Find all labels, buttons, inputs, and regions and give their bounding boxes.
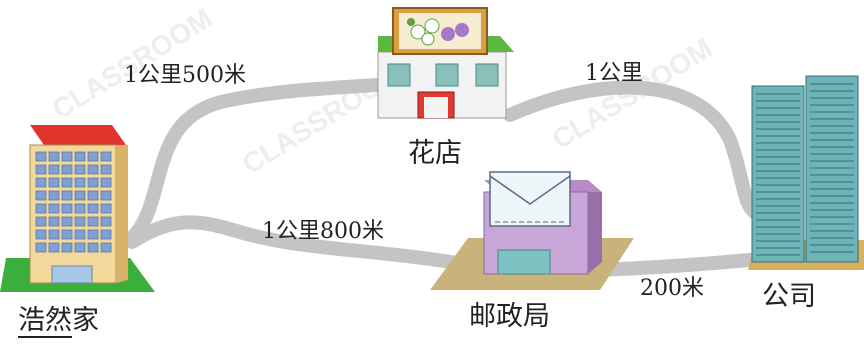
distance-flower-to-company: 1公里 [585,61,643,86]
home-window [35,151,47,162]
distance-home-to-flower: 1公里500米 [124,63,246,88]
home-window [100,190,112,201]
home-window [35,216,47,227]
home-window [100,151,112,162]
post-office-building [430,171,634,290]
home-window [35,203,47,214]
distance-home-to-post: 1公里800米 [262,219,384,244]
label-home: 浩然家 [18,307,99,338]
label-flower-shop: 花店 [408,138,462,169]
home-window [35,177,47,188]
home-window [100,216,112,227]
flower-sign-flowers [407,18,469,46]
home-window [35,164,47,175]
home-window [61,164,73,175]
home-window [74,229,86,240]
home-window [87,190,99,201]
flower-shop-door-glass [424,97,448,118]
home-window [48,177,60,188]
home-window [61,203,73,214]
home-window [74,164,86,175]
home-window [61,190,73,201]
home-window [87,216,99,227]
home-window [61,177,73,188]
post-office-side [588,192,602,274]
distance-post-to-company: 200米 [640,276,704,301]
label-company: 公司 [762,281,816,312]
company-tower-right [805,75,859,263]
home-side-wall [116,145,128,283]
flower-shop-windows [387,63,499,87]
home-window [74,203,86,214]
home-window [48,216,60,227]
home-windows [35,151,112,253]
company-building [748,75,864,270]
home-window [74,151,86,162]
home-window [87,177,99,188]
home-window [87,164,99,175]
home-window [61,229,73,240]
home-window [100,229,112,240]
home-window [61,242,73,253]
home-building [0,125,155,292]
home-window [74,216,86,227]
home-window [48,229,60,240]
home-window [35,242,47,253]
company-window-rows [756,83,854,256]
home-window [48,242,60,253]
home-window [100,164,112,175]
label-post-office: 邮政局 [469,301,550,332]
flower-shop-building [377,7,514,119]
home-window [87,229,99,240]
home-window [35,229,47,240]
home-window [74,242,86,253]
road-home-to-flower [125,77,402,245]
home-window [87,242,99,253]
road-post-to-company [589,251,777,277]
home-roof [30,125,126,145]
home-door [51,265,93,284]
home-window [48,151,60,162]
label-home-name: 浩然 [18,305,72,338]
label-home-suffix: 家 [72,305,99,336]
home-window [74,190,86,201]
envelope-icon [489,171,571,227]
company-tower-left [751,85,805,263]
home-window [48,164,60,175]
home-window [48,203,60,214]
home-window [87,203,99,214]
road-flower-to-company [503,80,767,222]
home-window [100,242,112,253]
home-window [100,177,112,188]
home-window [61,151,73,162]
home-window [48,190,60,201]
home-window [100,203,112,214]
home-window [35,190,47,201]
home-window [61,216,73,227]
home-window [74,177,86,188]
home-window [87,151,99,162]
post-office-door [497,249,551,275]
